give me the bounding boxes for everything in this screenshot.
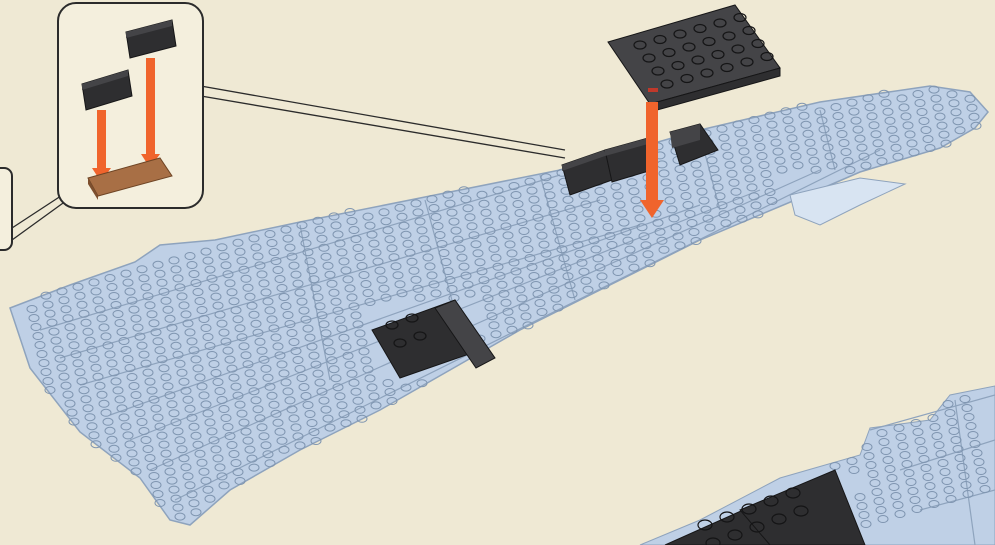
callout-box-partial-left — [0, 168, 12, 250]
callout-box — [58, 3, 203, 208]
